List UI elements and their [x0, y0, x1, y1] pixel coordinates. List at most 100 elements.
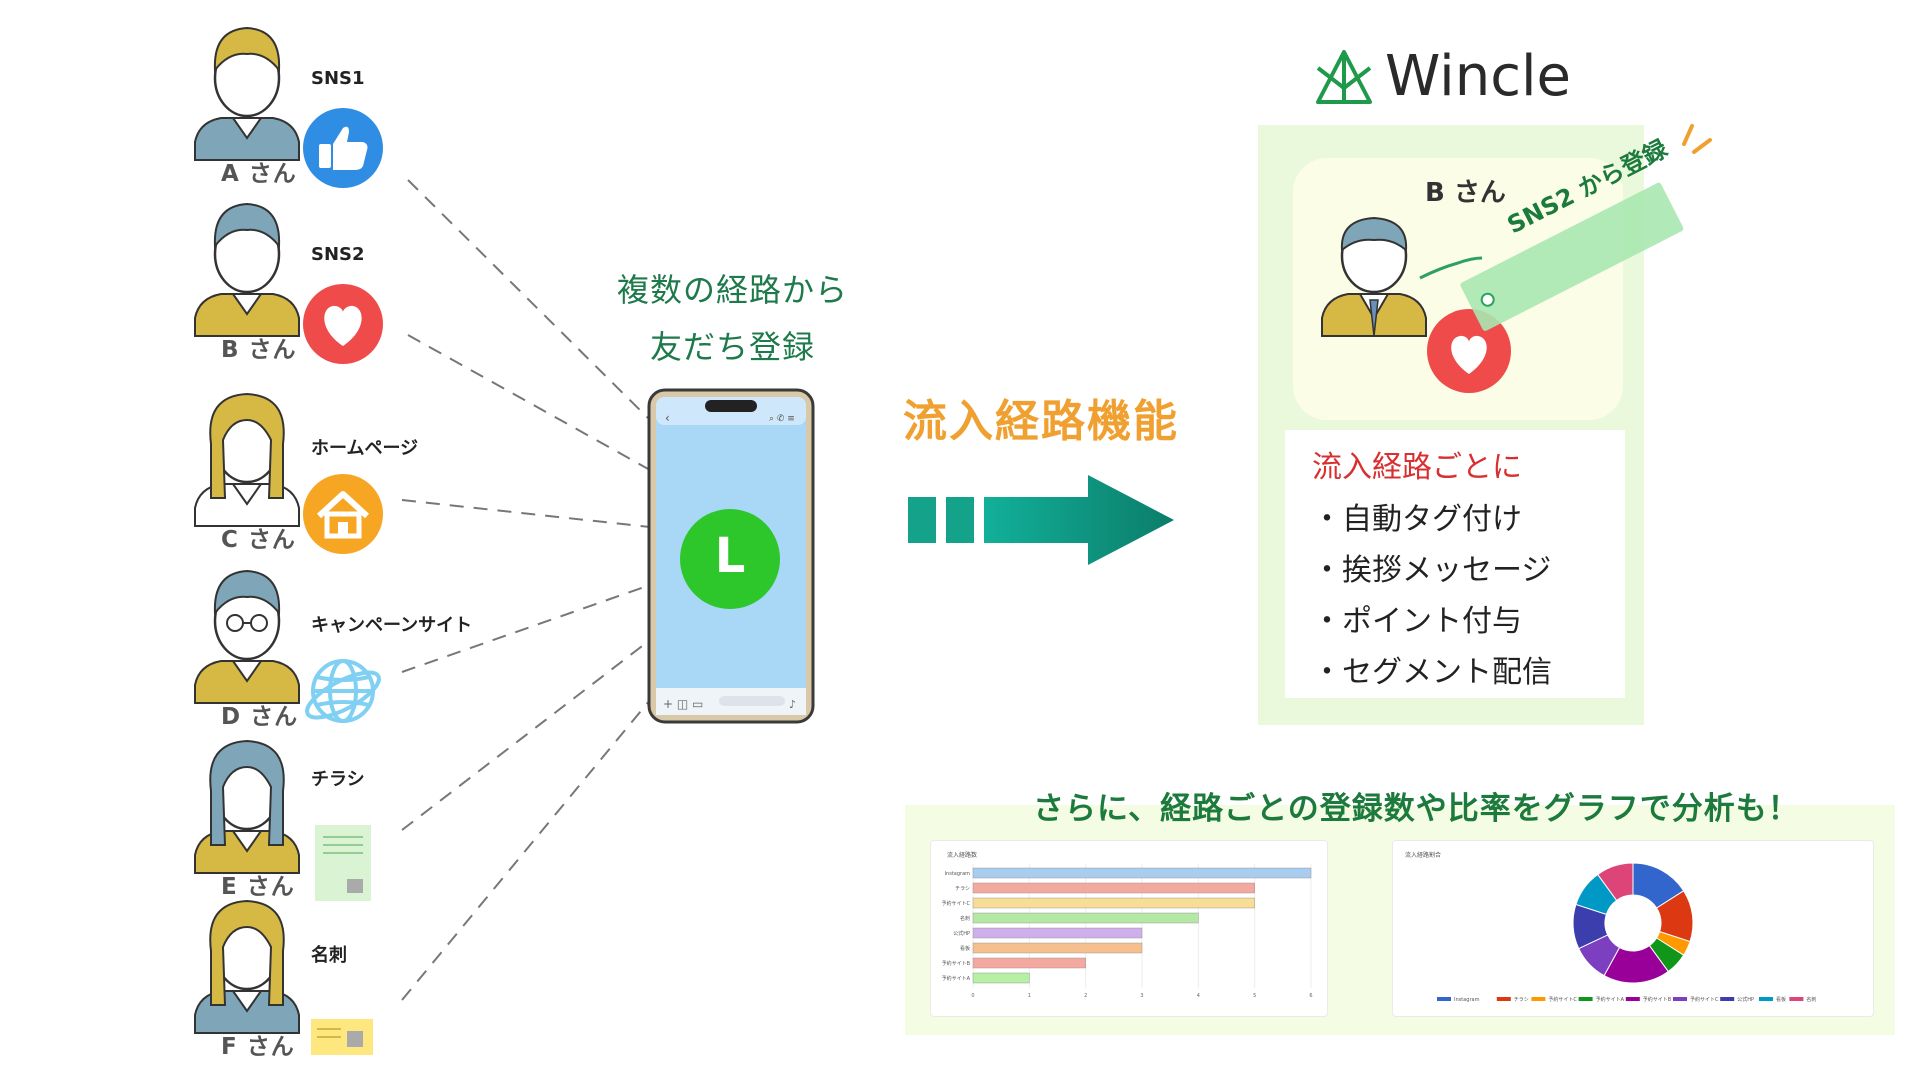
legend-label: 公式HP [1737, 996, 1754, 1003]
person-name: F さん [221, 1034, 295, 1060]
globe-icon [305, 659, 381, 723]
source-label: 名刺 [311, 945, 347, 966]
heart-icon [1427, 309, 1511, 393]
connector-line-f [401, 699, 651, 1001]
bar [972, 882, 1255, 894]
bar [972, 972, 1030, 984]
bar-chart-card: 流入経路数 0 1 2 3 4 5 6 Instagram チラシ予約サイトC 名刺公式HP 看板予… [930, 840, 1328, 1017]
thumbs-up-icon [303, 108, 383, 188]
feature-title: 流入経路機能 [903, 396, 1179, 447]
app-letter: L [714, 528, 746, 584]
legend-label: 予約サイトB [1643, 996, 1672, 1003]
category-label: 公式HP [953, 930, 970, 937]
legend-label: Instagram [1454, 997, 1480, 1003]
brand-name: Wincle [1385, 44, 1571, 109]
source-label: SNS1 [311, 68, 365, 89]
business-card-icon [311, 1019, 373, 1055]
wincle-logo-icon [1316, 50, 1372, 104]
house-icon [303, 474, 383, 554]
bar [972, 942, 1143, 954]
flyer-icon [315, 825, 371, 901]
legend-swatch [1720, 997, 1735, 1001]
donut-chart: Instagram チラシ 予約サイトC 予約サイトA 予約サイトB 予約サイトC 公式HP… [1437, 862, 1816, 1003]
source-label: チラシ [311, 769, 365, 790]
bar [972, 927, 1143, 939]
svg-text:+ ◫ ▭: + ◫ ▭ [663, 697, 703, 711]
category-label: 予約サイトA [942, 975, 971, 982]
x-tick-label: 0 [971, 993, 974, 999]
connector-line-a [407, 179, 651, 421]
bar [972, 867, 1312, 879]
category-label: 名刺 [960, 915, 970, 922]
avatar [194, 202, 300, 337]
avatar [194, 739, 300, 874]
person-name: A さん [221, 161, 297, 187]
person-row: D さんキャンペーンサイト [185, 565, 472, 735]
feature-item: ・挨拶メッセージ [1312, 553, 1552, 588]
legend-label: 予約サイトA [1596, 996, 1625, 1003]
legend-swatch [1759, 997, 1773, 1001]
feature-item: ・ポイント付与 [1312, 604, 1522, 639]
bar [972, 957, 1086, 969]
person-row: E さん チラシ [185, 735, 425, 905]
avatar [194, 392, 300, 527]
legend-swatch [1789, 997, 1804, 1001]
legend-label: 看板 [1776, 996, 1786, 1003]
profile-name: B さん [1425, 178, 1506, 208]
x-tick-label: 5 [1253, 993, 1256, 999]
feature-list-heading: 流入経路ごとに [1312, 450, 1522, 485]
feature-item: ・自動タグ付け [1312, 502, 1522, 537]
heart-icon [303, 284, 383, 364]
source-label: ホームページ [311, 438, 419, 459]
registration-tag [1419, 124, 1712, 331]
person-name: E さん [221, 874, 295, 900]
x-tick-label: 1 [1028, 993, 1031, 999]
category-label: 予約サイトB [942, 960, 971, 967]
x-tick-label: 4 [1197, 993, 1200, 999]
category-label: チラシ [955, 886, 970, 892]
donut-chart-title: 流入経路割合 [1405, 852, 1442, 859]
bar-chart-title: 流入経路数 [947, 852, 978, 859]
person-row: F さん 名刺 [185, 895, 425, 1065]
svg-text:‹: ‹ [665, 411, 670, 425]
analytics-title: さらに、経路ごとの登録数や比率をグラフで分析も！ [1033, 791, 1800, 827]
line-app-icon [680, 509, 780, 609]
donut-slice [1597, 862, 1634, 902]
avatar [194, 26, 300, 161]
connector-line-c [401, 499, 651, 528]
feature-item: ・セグメント配信 [1312, 655, 1552, 690]
legend-label: チラシ [1514, 997, 1529, 1003]
x-tick-label: 2 [1084, 993, 1087, 999]
category-label: 看板 [960, 945, 970, 952]
right-arrow-icon [908, 475, 1174, 565]
person-row: B さん SNS2 [185, 198, 425, 368]
caption-line-1: 複数の経路から [617, 271, 849, 309]
bar [972, 897, 1255, 909]
connector-line-e [401, 639, 651, 831]
person-name: B さん [221, 337, 297, 363]
x-tick-label: 3 [1140, 993, 1143, 999]
legend-swatch [1496, 997, 1511, 1001]
x-tick-label: 6 [1309, 993, 1312, 999]
feature-list-box [1285, 430, 1625, 698]
person-row: C さんホームページ [185, 388, 425, 558]
donut-chart-card: 流入経路割合 Instagram チラシ 予約サイトC 予約サイトA 予約サイトB 予約サ… [1392, 840, 1874, 1017]
legend-swatch [1531, 997, 1546, 1001]
legend-label: 予約サイトC [1690, 996, 1719, 1003]
legend-label: 名刺 [1806, 996, 1816, 1003]
avatar [194, 899, 300, 1034]
avatar [194, 569, 300, 704]
legend-swatch [1625, 997, 1640, 1001]
avatar [1321, 216, 1427, 337]
legend-swatch [1437, 997, 1451, 1001]
category-label: 予約サイトC [942, 900, 971, 907]
legend-label: 予約サイトC [1548, 996, 1577, 1003]
source-label: キャンペーンサイト [311, 615, 473, 636]
connector-line-d [401, 584, 651, 673]
category-label: Instagram [945, 871, 971, 877]
source-label: SNS2 [311, 244, 365, 265]
svg-text:⌕ ✆ ≡: ⌕ ✆ ≡ [769, 414, 795, 424]
person-row: A さん SNS1 [185, 22, 425, 192]
